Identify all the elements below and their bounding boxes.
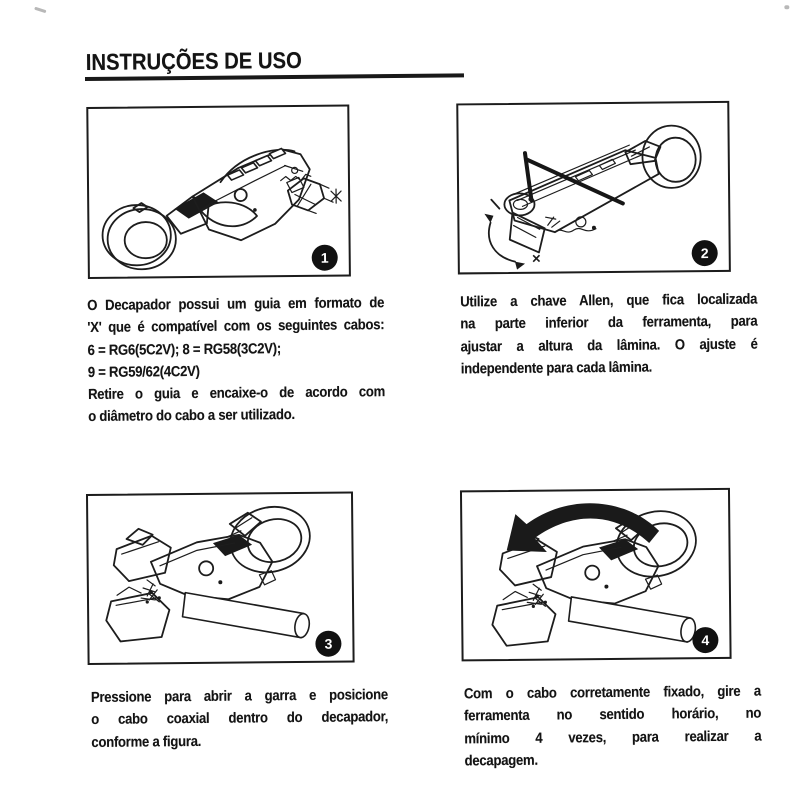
page-title: INSTRUÇÕES DE USO [85, 46, 302, 75]
x-guide-piece [286, 173, 342, 214]
caption-line: na parte inferior da ferramenta, para [460, 313, 758, 333]
allen-key [522, 151, 625, 206]
caption-line: mínimo 4 vezes, para realizar a [464, 728, 762, 747]
caption-line: conforme a figura. [91, 733, 202, 751]
caption-line: O Decapador possui um guia em formato de [87, 295, 385, 314]
caption-line: Retire o guia e encaixe-o de acordo com [87, 384, 386, 404]
illustration-stripper-with-x-guide [101, 147, 342, 271]
caption-line: decapagem. [464, 752, 538, 770]
step-caption-1: O Decapador possui um guia em formato de… [87, 292, 385, 429]
x-mark: × [532, 250, 541, 267]
step-number-badge: 4 [692, 626, 719, 654]
illustration-allen-key-adjustment: × [484, 124, 702, 270]
adjustment-arrow: × [484, 198, 541, 270]
step-number-badge: 2 [691, 239, 718, 267]
caption-line: Pressione para abrir a garra e posicione [90, 687, 389, 706]
figure-panel-3: 3 [85, 491, 355, 666]
step-caption-3: Pressione para abrir a garra e posicione… [91, 684, 389, 754]
tool-body-upside-down [503, 124, 702, 254]
caption-line: ajustar a altura da lâmina. O ajuste é [460, 336, 758, 356]
caption-line: 'X' que é compatível com os seguintes ca… [87, 317, 385, 337]
scan-speck [34, 6, 47, 14]
illustration-rotate-tool [490, 501, 705, 647]
tool-with-cable [105, 506, 311, 643]
figure-panel-4: 4 [459, 487, 732, 662]
caption-line: 9 = RG59/62(4C2V) [87, 363, 200, 381]
illustration-cable-in-stripper [105, 506, 311, 643]
caption-line: ferramenta no sentido horário, no [464, 705, 762, 725]
scan-speck [784, 5, 790, 10]
caption-line: o cabo coaxial dentro do decapador, [91, 709, 389, 729]
tool-body [101, 147, 311, 271]
spring-latch [140, 579, 161, 604]
figure-panel-1: 1 [86, 104, 351, 279]
caption-line: Com o cabo corretamente fixado, gire a [463, 683, 761, 703]
step-number-badge: 3 [315, 630, 342, 657]
caption-line: Utilize a chave Allen, que fica localiza… [460, 291, 758, 311]
coaxial-cable [181, 591, 311, 639]
caption-line: o diâmetro do cabo a ser utilizado. [88, 407, 295, 426]
caption-line: independente para cada lâmina. [460, 359, 653, 378]
figure-panel-2: × 2 [456, 100, 731, 275]
step-number-badge: 1 [311, 244, 338, 271]
step-caption-2: Utilize a chave Allen, que fica localiza… [460, 289, 758, 381]
caption-line: 6 = RG6(5C2V); 8 = RG58(3C2V); [87, 340, 282, 359]
rotation-arrow [506, 503, 660, 553]
